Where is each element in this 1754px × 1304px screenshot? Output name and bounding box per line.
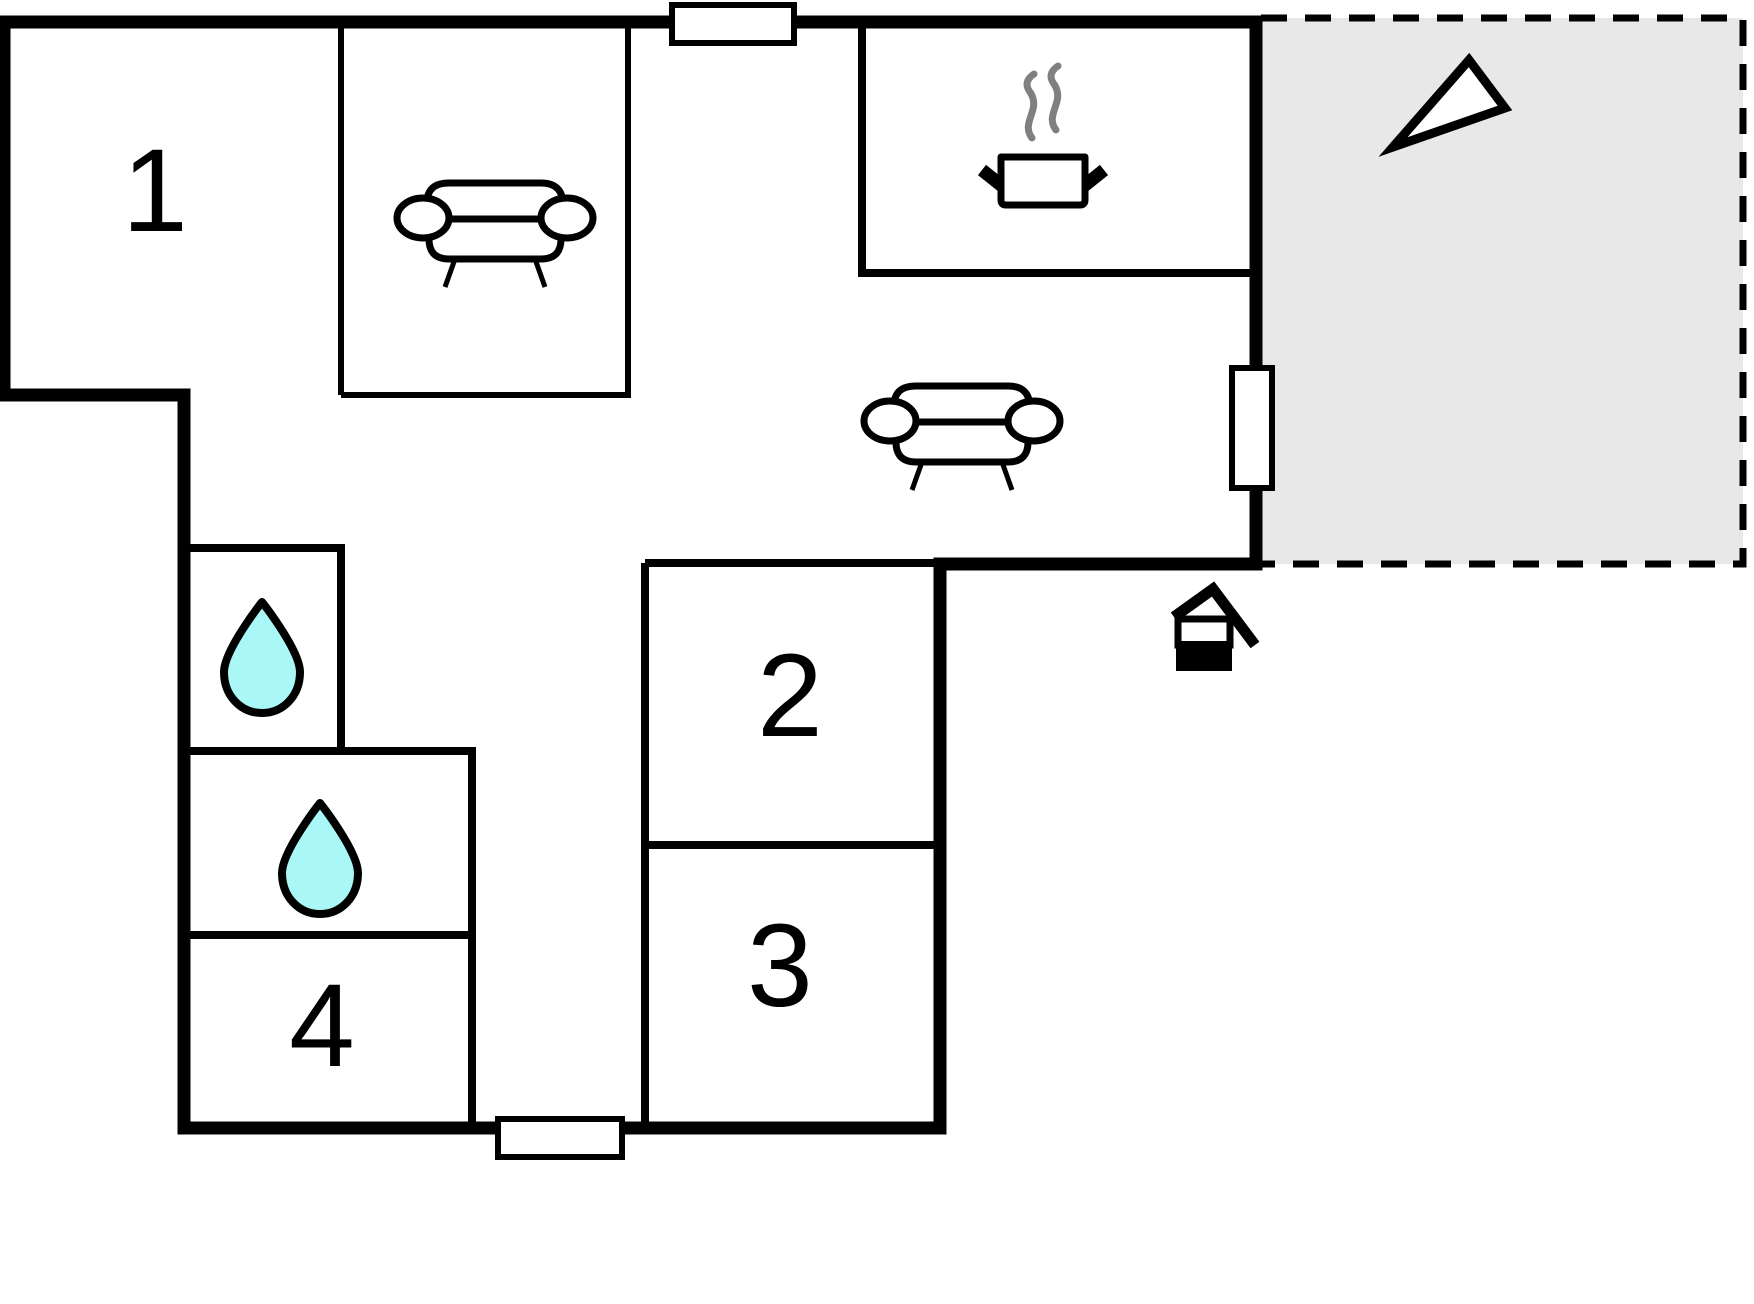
sofa-icon [860,382,1064,491]
entrance-roof [1170,581,1260,649]
sofa-arm-right [1004,397,1064,445]
sofa-leg-right [999,461,1015,491]
room-number-2: 2 [757,630,823,762]
kitchen-walls [858,22,1254,277]
sofa-leg-left [442,258,458,288]
steam-line-left [1023,70,1038,142]
north-arrow-triangle [1378,52,1513,157]
exterior-wall-outline [0,15,1263,1135]
pot-body [997,153,1089,209]
openings [495,2,1275,1160]
sofa-leg-right [532,258,548,288]
sofa-leg-left [909,461,925,491]
water-drop-shape [278,799,362,918]
sofa-arm-right [537,194,597,242]
north-arrow-icon [1378,52,1513,157]
water-drop-icon [278,799,362,918]
steam-line-right [1047,62,1062,134]
sofa-arm-left [393,194,453,242]
sofa-icon [393,179,597,288]
entrance-base [1176,641,1232,671]
terrace-dashed-border [1261,14,1747,568]
cooking-pot-icon [977,62,1109,209]
water-drop-shape [220,598,304,717]
room-number-1: 1 [122,125,188,257]
water-drop-icon [220,598,304,717]
bathroom-upper-walls [184,544,345,748]
entrance-house-icon [1170,581,1260,671]
room-number-3: 3 [747,900,813,1032]
window-top[interactable] [669,2,797,46]
kitchen-partition [858,22,1254,277]
bathroom-lower-partition [184,747,476,1125]
sofa-arm-left [860,397,920,445]
bathroom-upper-partition [184,544,345,748]
window-right[interactable] [1229,365,1275,491]
interior-partitions [338,18,631,398]
bathroom-lower-walls [184,747,476,1125]
window-bottom[interactable] [495,1116,625,1160]
room-number-4: 4 [289,960,355,1092]
exterior-walls [0,15,1263,1135]
